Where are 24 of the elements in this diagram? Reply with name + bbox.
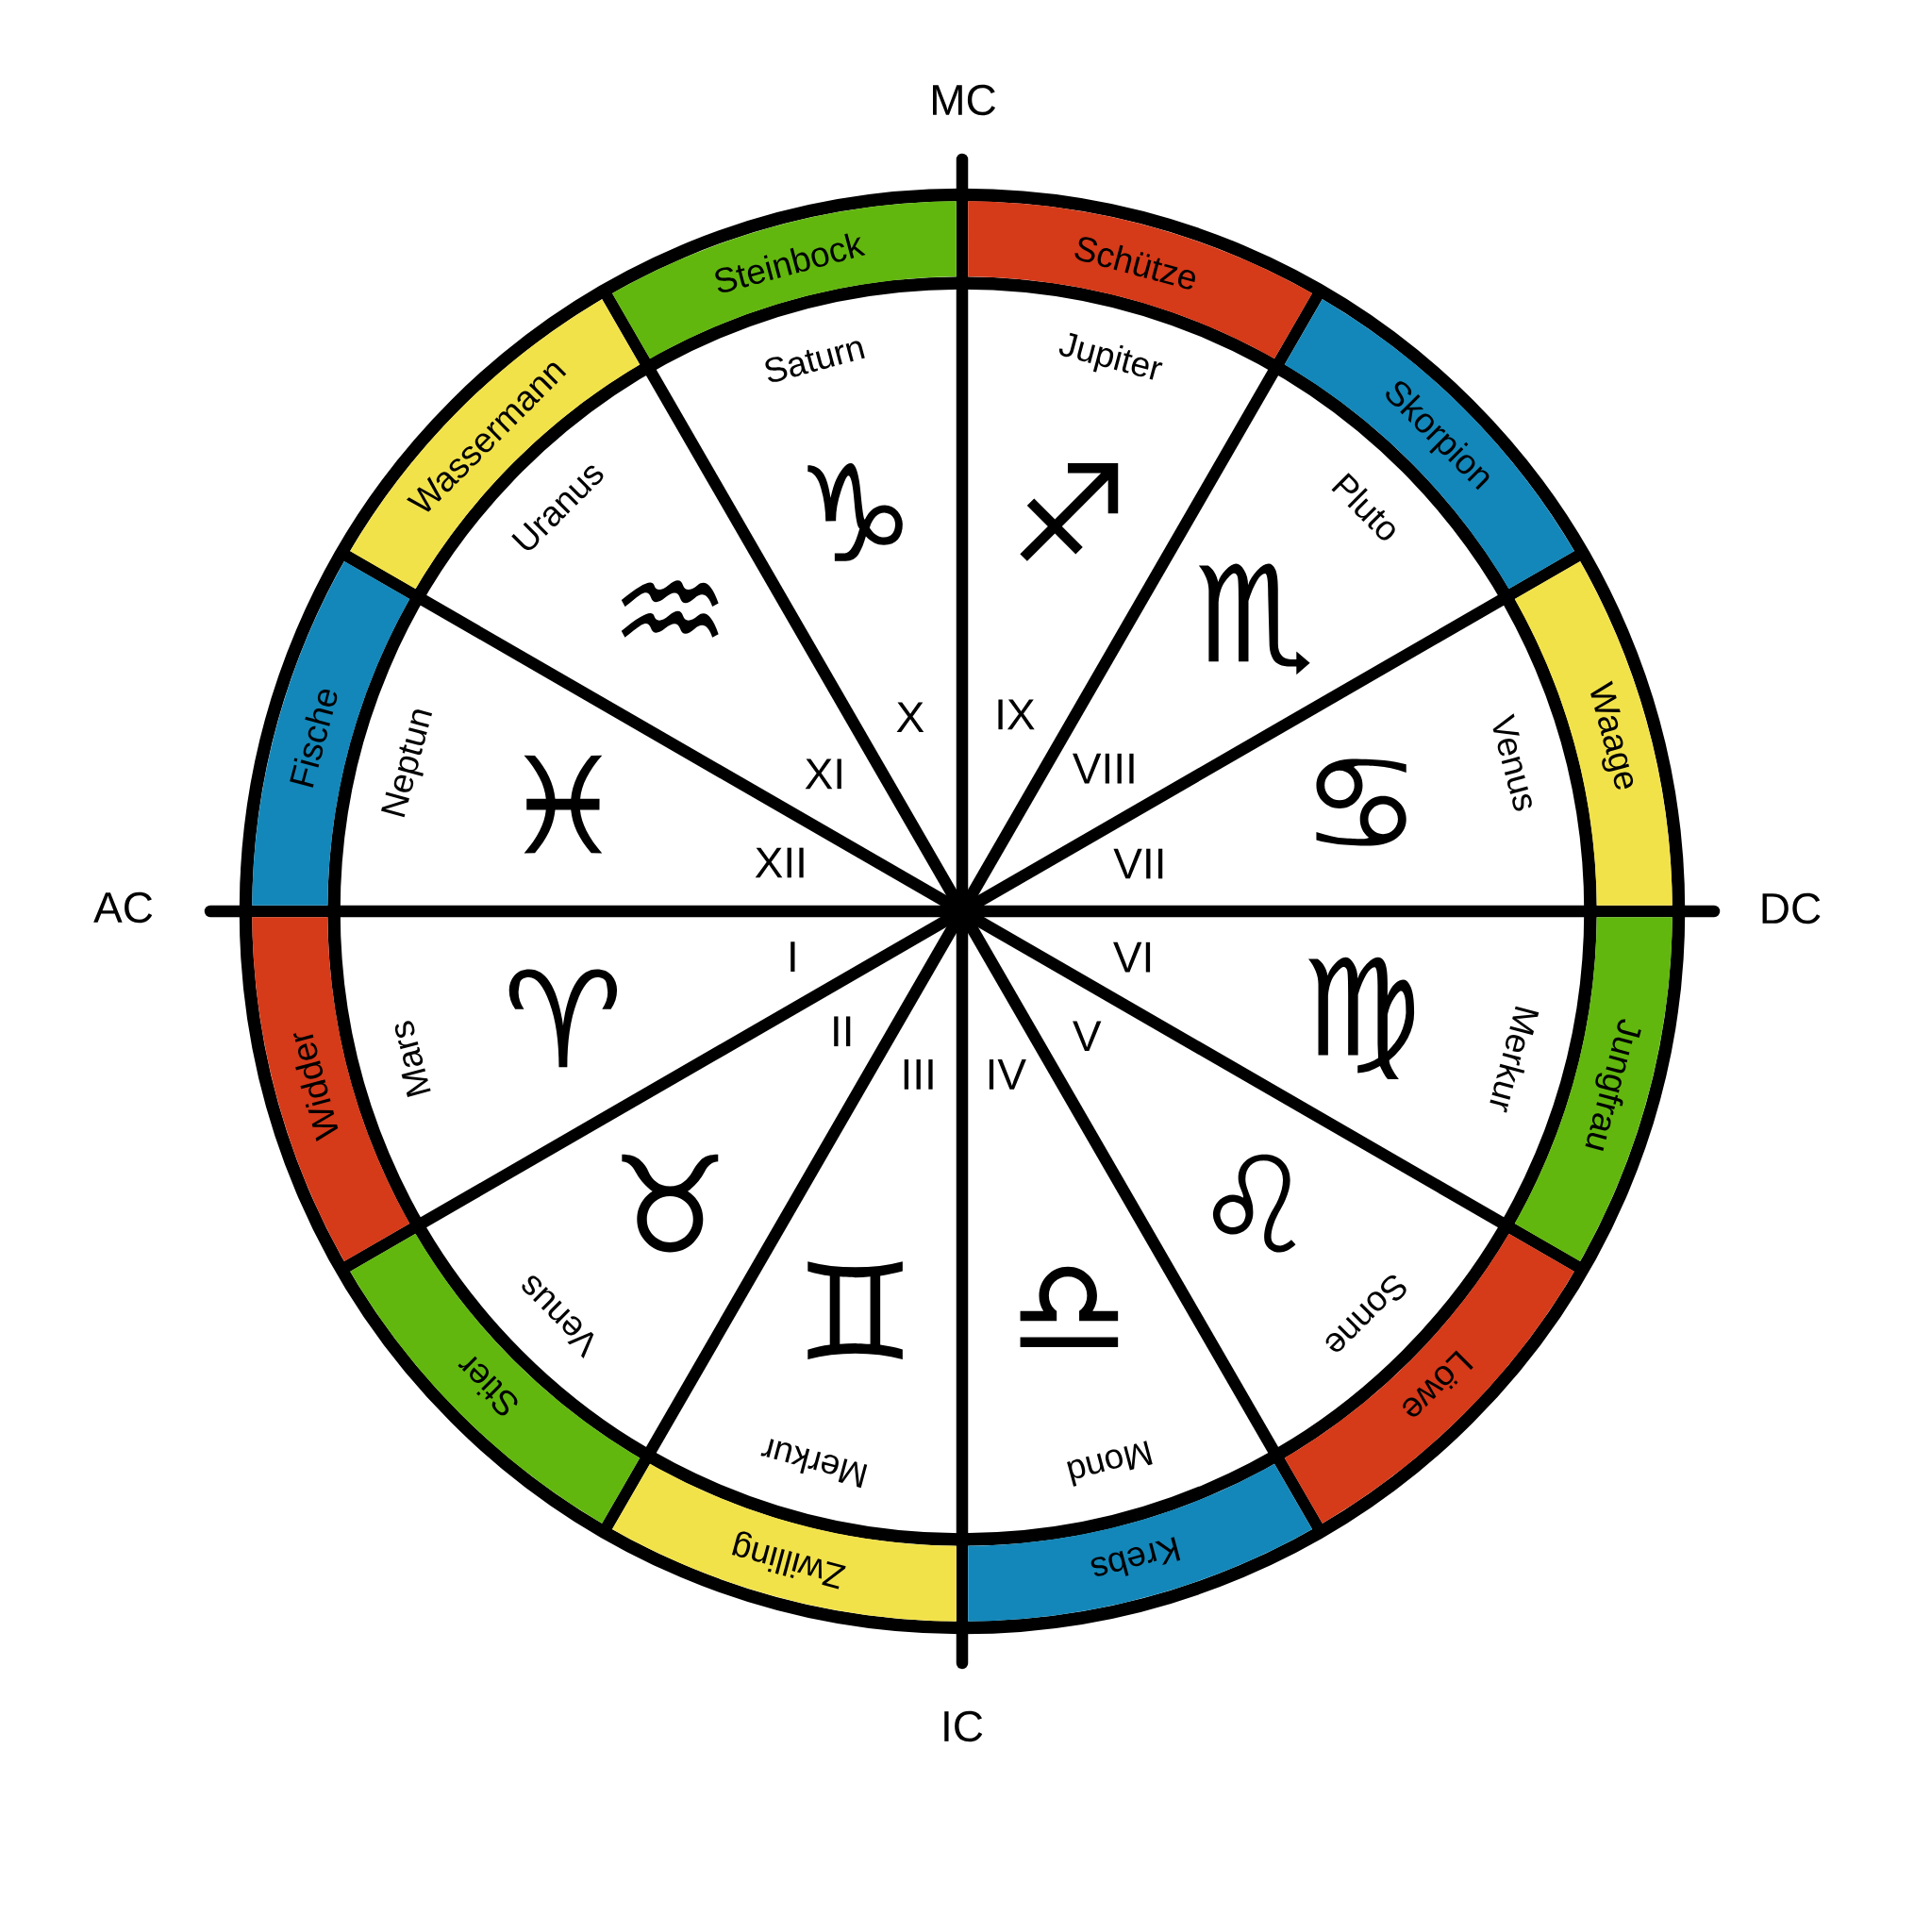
zodiac-symbol: ♐ <box>1020 463 1119 561</box>
axis-label: IC <box>944 1710 983 1742</box>
zodiac-symbol: ♑ <box>807 463 903 561</box>
house-number: VIII <box>1073 753 1134 784</box>
house-number: VI <box>1113 941 1151 973</box>
house-number: IV <box>989 1059 1026 1090</box>
house-number: I <box>791 941 795 972</box>
house-number: V <box>1073 1021 1102 1052</box>
zodiac-symbol: ♓ <box>524 755 603 854</box>
house-number: II <box>834 1016 851 1047</box>
zodiac-symbol: ♋ <box>1316 758 1406 846</box>
zodiac-symbol: ♍ <box>1308 957 1415 1079</box>
house-number: VII <box>1113 848 1163 879</box>
axis-label: AC <box>93 891 153 924</box>
house-number: III <box>904 1059 933 1090</box>
house-number: XI <box>805 758 841 790</box>
axis-label: MC <box>933 84 995 116</box>
zodiac-symbol: ♎ <box>1020 1266 1119 1347</box>
axis-label: DC <box>1762 892 1821 924</box>
house-number: XII <box>755 847 804 878</box>
zodiac-symbol: ♊ <box>807 1261 903 1359</box>
zodiac-symbol: ♈ <box>508 969 618 1068</box>
house-number: X <box>896 702 924 733</box>
house-number: IX <box>998 699 1035 730</box>
